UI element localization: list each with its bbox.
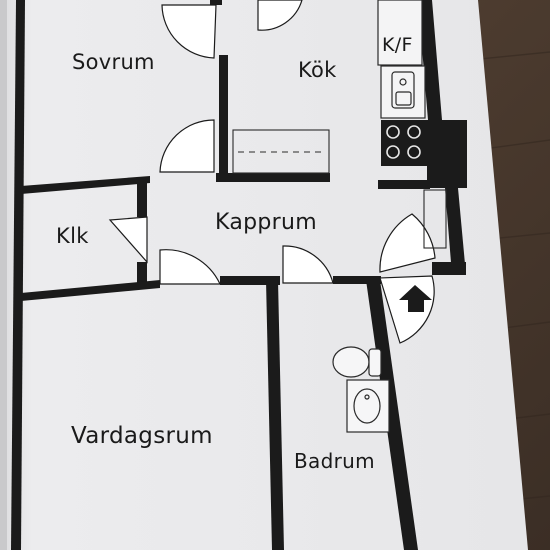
wall-kitchen-bottom-right [378,180,430,189]
door-klk [108,216,148,264]
door-vardagsrum [159,249,221,285]
sink-basin [391,71,415,109]
sink-drain [399,78,407,86]
wall-left-exterior [11,0,25,550]
room-label-sovrum: Sovrum [72,50,155,74]
wall-right-upper [418,0,442,120]
room-label-vardagsrum: Vardagsrum [71,423,213,449]
page-spine [0,0,7,550]
entrance-cabinet [423,189,447,249]
room-label-badrum: Badrum [294,449,375,473]
wall-top-stub [210,0,222,5]
door-sovrum [161,4,217,59]
washbasin-icon [346,379,390,433]
kitchen-fixtures [377,0,426,119]
door-kapprum-top [159,119,215,173]
wall-kapprum-top-left [21,176,150,194]
sink-basin-inner [395,91,412,106]
wall-vardagsrum-top-right [220,276,280,285]
walls [11,0,467,550]
door-entrance [379,213,436,273]
wall-right-lower [445,188,466,275]
door-badrum [282,245,334,284]
stove-icon [381,120,427,166]
room-label-kapprum: Kapprum [215,210,317,235]
wall-kitchen-bottom [216,173,330,182]
room-label-klk: Klk [56,224,89,248]
wall-badrum-right [366,280,418,550]
wall-vardagsrum-top-left [21,280,160,301]
wall-badrum-top [333,276,381,284]
arrow-up-icon [399,285,432,312]
fridge-outline [377,0,423,66]
wall-klk-lower [137,262,147,284]
kitchen-wall-block [427,120,467,188]
kitchen-storage [232,129,330,174]
wall-right-ledge [432,262,466,275]
wall-klk-upper [137,183,147,217]
wall-vardagsrum-badrum [266,280,284,550]
wall-sovrum-kok [219,55,228,175]
doors [108,0,436,344]
door-kok [257,0,303,31]
room-label-kok: Kök [298,58,337,82]
toilet-icon [332,346,382,378]
room-label-kf: K/F [382,34,413,56]
